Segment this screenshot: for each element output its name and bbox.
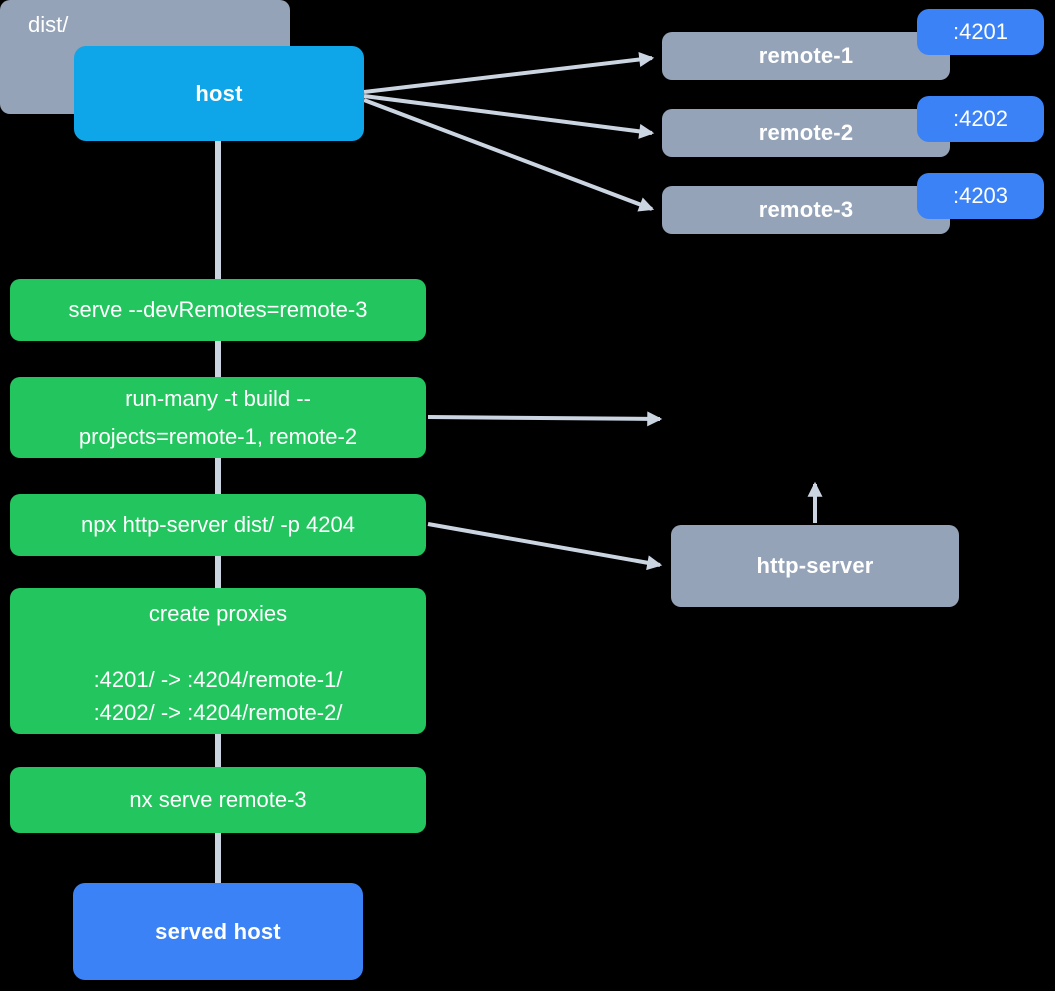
port-badge-4203: :4203: [917, 173, 1044, 219]
http-server-node: http-server: [671, 525, 959, 607]
host-to-remote-2-arrow: [363, 94, 655, 139]
port-badge-4201-label: :4201: [952, 19, 1009, 44]
step-nx-serve-remote-3: nx serve remote-3: [10, 767, 426, 833]
proxy-mapping-4201: :4201/ -> :4204/remote-1/: [93, 667, 343, 692]
step-run-many-build: run-many -t build -- projects=remote-1, …: [10, 377, 426, 458]
remote-1-label: remote-1: [758, 43, 854, 68]
remote-2-label: remote-2: [758, 120, 854, 145]
host-label: host: [195, 80, 243, 106]
http-server-label: http-server: [756, 553, 874, 578]
served-host-node: served host: [73, 883, 363, 980]
run-many-to-dist-arrow: [427, 411, 663, 427]
host-to-remote-1-arrow: [363, 52, 655, 94]
host-to-remote-3-arrow: [363, 98, 655, 212]
step-create-proxies-title: create proxies: [148, 601, 288, 626]
port-badge-4203-label: :4203: [952, 183, 1009, 208]
remote-1-node: remote-1: [662, 32, 950, 80]
step-create-proxies: create proxies :4201/ -> :4204/remote-1/…: [10, 588, 426, 734]
port-badge-4202-label: :4202: [952, 106, 1009, 131]
remote-3-label: remote-3: [758, 197, 854, 222]
proxy-mapping-4202: :4202/ -> :4204/remote-2/: [93, 700, 343, 725]
host-node: host: [74, 46, 364, 141]
port-badge-4202: :4202: [917, 96, 1044, 142]
step-run-many-build-text: run-many -t build -- projects=remote-1, …: [78, 385, 358, 449]
http-server-cmd-to-http-server-arrow: [427, 522, 663, 571]
step-nx-serve-remote-3-text: nx serve remote-3: [129, 787, 307, 812]
step-npx-http-server-text: npx http-server dist/ -p 4204: [81, 512, 355, 537]
step-npx-http-server: npx http-server dist/ -p 4204: [10, 494, 426, 556]
served-host-label: served host: [155, 918, 281, 944]
remote-2-node: remote-2: [662, 109, 950, 157]
step-serve-dev-remotes: serve --devRemotes=remote-3: [10, 279, 426, 341]
step-serve-dev-remotes-text: serve --devRemotes=remote-3: [68, 297, 368, 322]
dist-root-line: dist/: [28, 12, 69, 37]
remote-3-node: remote-3: [662, 186, 950, 234]
port-badge-4201: :4201: [917, 9, 1044, 55]
